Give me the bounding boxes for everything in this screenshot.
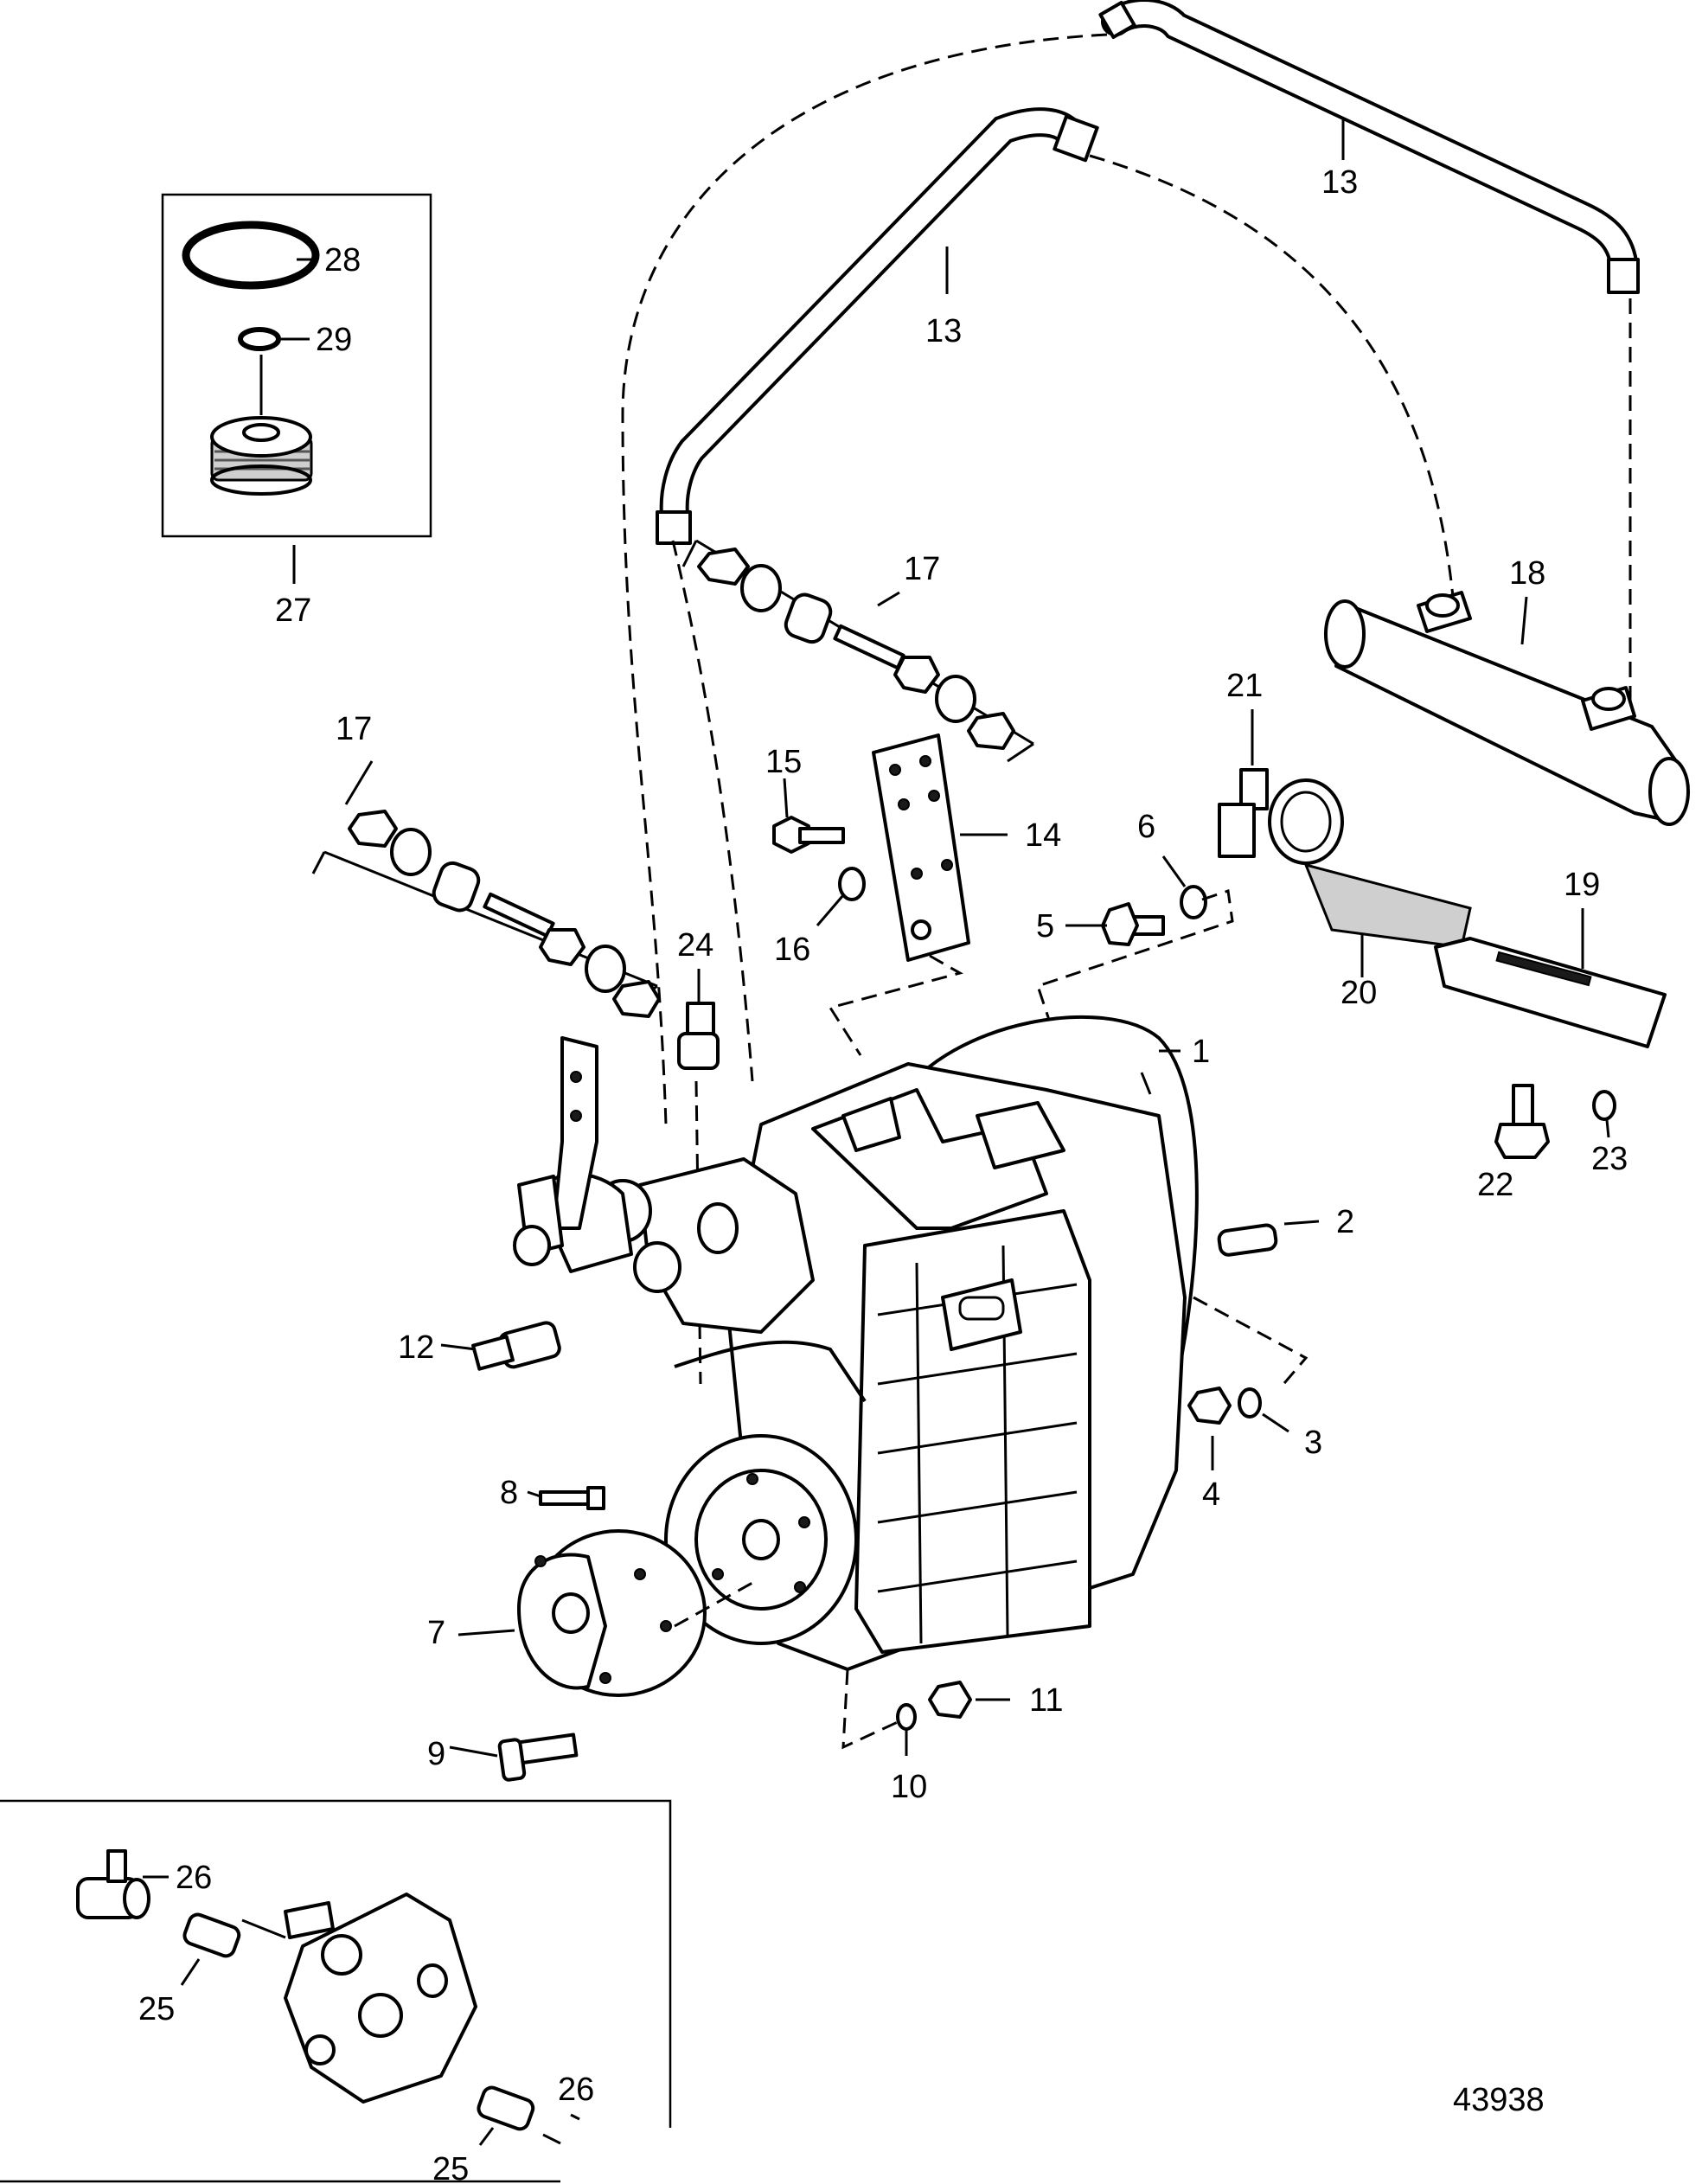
callout-12: 12 <box>398 1329 434 1366</box>
figure-number: 43938 <box>1453 2082 1545 2118</box>
bolt-5 <box>1065 902 1165 946</box>
route-line-flange <box>674 1581 753 1628</box>
route-line-bolt-5 <box>1036 889 1234 1039</box>
washer-3 <box>1238 1387 1289 1433</box>
nut-4 <box>1187 1387 1232 1470</box>
washer-6 <box>1161 855 1207 919</box>
transmission-case-1 <box>513 1015 1320 1671</box>
dowel-pin-2 <box>1217 1220 1320 1257</box>
hose-13-lower <box>656 107 1099 545</box>
bolt-15 <box>772 778 845 854</box>
callout-15: 15 <box>765 744 802 780</box>
callout-27: 27 <box>275 592 311 629</box>
temperature-sensor-24 <box>677 969 720 1070</box>
callout-16: 16 <box>774 932 810 968</box>
callout-20: 20 <box>1340 975 1377 1011</box>
route-line-hose-lower-to-cooler <box>1089 154 1455 598</box>
callout-24: 24 <box>677 927 713 964</box>
callout-13-lower: 13 <box>925 313 962 349</box>
callout-13-upper: 13 <box>1321 164 1358 201</box>
callout-5: 5 <box>1036 908 1054 945</box>
route-line-hose-upper <box>621 33 1108 1125</box>
hardware-kit-17-upper <box>681 539 1034 763</box>
callout-3: 3 <box>1304 1425 1322 1461</box>
callout-17-lower: 17 <box>336 711 372 747</box>
callout-28: 28 <box>324 242 361 279</box>
callout-26-upper: 26 <box>176 1860 212 1896</box>
o-ring-28 <box>182 221 320 290</box>
route-line-lower-hose-to-case <box>671 540 754 1082</box>
callout-7: 7 <box>427 1615 445 1651</box>
callout-18: 18 <box>1509 555 1545 592</box>
callout-29: 29 <box>316 322 352 358</box>
callout-19: 19 <box>1564 867 1600 903</box>
washer-10 <box>896 1703 917 1756</box>
callout-23: 23 <box>1591 1141 1628 1177</box>
callout-4: 4 <box>1202 1476 1220 1513</box>
solenoid-26 <box>76 1849 169 1919</box>
callout-1: 1 <box>1192 1034 1210 1070</box>
oil-cooler-18 <box>1324 591 1690 826</box>
callout-21: 21 <box>1226 668 1263 704</box>
valve-inset <box>0 1799 672 2183</box>
callout-26-lower: 26 <box>558 2072 594 2108</box>
route-line-nut-11 <box>841 1668 900 1750</box>
output-flange-7 <box>457 1529 707 1697</box>
cover-plate-14 <box>872 733 1008 962</box>
callout-9: 9 <box>427 1736 445 1772</box>
callout-14: 14 <box>1025 817 1061 854</box>
snap-ring-29 <box>238 327 281 351</box>
filter-element-27 <box>210 355 313 496</box>
hardware-kit-17-lower <box>311 760 661 1018</box>
nut-11 <box>928 1681 1010 1719</box>
bolt-9 <box>449 1732 579 1782</box>
washer-23 <box>1592 1090 1616 1138</box>
bracket-19 <box>1434 908 1667 1048</box>
callout-10: 10 <box>891 1769 927 1805</box>
callout-25-lower: 25 <box>432 2151 469 2184</box>
valve-housing <box>241 1893 477 2104</box>
callout-8: 8 <box>500 1475 518 1511</box>
pressure-switch-25a <box>180 1912 241 1986</box>
sensor-12 <box>440 1321 561 1371</box>
callout-17-upper: 17 <box>904 551 940 587</box>
bolt-22 <box>1494 1084 1550 1159</box>
route-line-plate <box>828 954 963 1056</box>
washer-16 <box>816 867 866 926</box>
bolt-8 <box>527 1486 605 1510</box>
filter-inset <box>161 193 432 584</box>
route-line-nut-4 <box>1193 1296 1308 1389</box>
callout-22: 22 <box>1477 1167 1513 1203</box>
pressure-switch-25b <box>477 2085 535 2146</box>
callout-11: 11 <box>1029 1682 1063 1719</box>
callout-25-upper: 25 <box>138 1991 175 2027</box>
sensor-clamp-21 <box>1218 709 1344 865</box>
hose-13-upper <box>1098 0 1640 294</box>
callout-2: 2 <box>1336 1204 1354 1240</box>
callout-6: 6 <box>1137 809 1155 845</box>
